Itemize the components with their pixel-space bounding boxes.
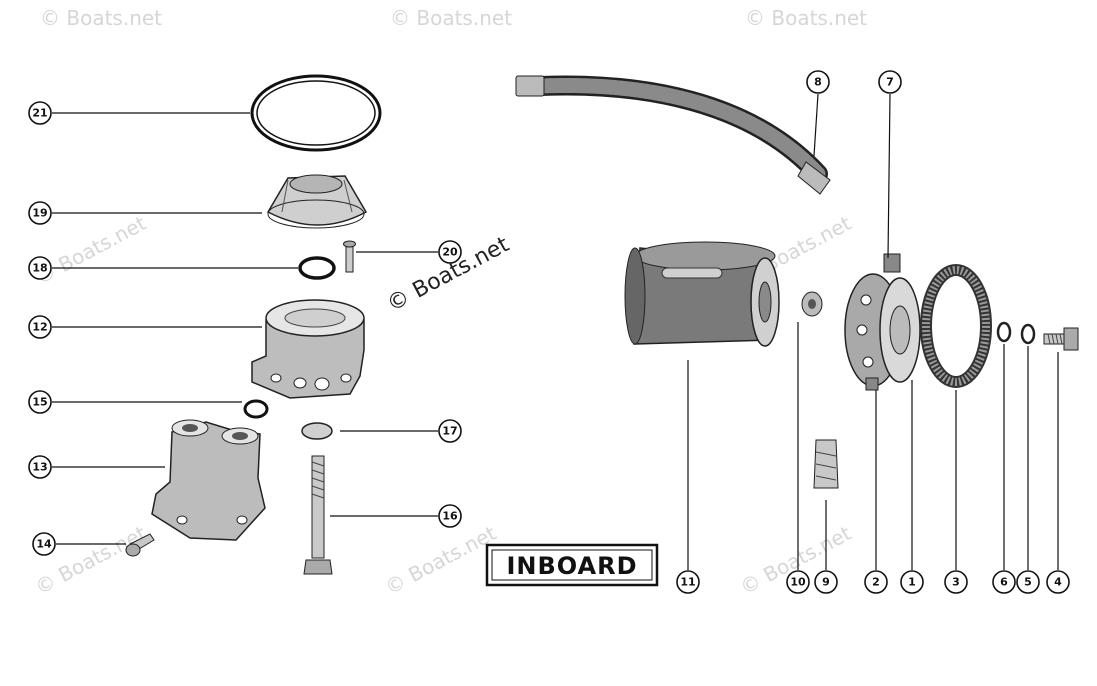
watermark-faint: © Boats.net: [745, 6, 867, 30]
callout-circle: [814, 570, 838, 594]
callout-6: 6: [992, 570, 1016, 594]
callout-circle: [28, 256, 52, 280]
watermark-faint: © Boats.net: [381, 521, 500, 600]
callout-number: 15: [32, 396, 47, 409]
filter-mount: [844, 253, 921, 391]
callout-circle: [1046, 570, 1070, 594]
washer-6: [996, 321, 1012, 343]
gasket: [920, 264, 992, 388]
fitting-small: [801, 291, 823, 317]
callout-number: 18: [32, 262, 47, 275]
callout-11: 11: [676, 570, 700, 594]
screw-bracket: [125, 533, 155, 557]
callout-number: 11: [680, 576, 695, 589]
callout-circle: [864, 570, 888, 594]
callout-number: 6: [1000, 576, 1008, 589]
callout-number: 19: [32, 207, 47, 220]
watermark-faint: © Boats.net: [31, 521, 150, 600]
callout-number: 4: [1054, 576, 1062, 589]
callout-15: 15: [28, 390, 52, 414]
callout-circle: [28, 390, 52, 414]
callout-number: 17: [442, 425, 457, 438]
callout-circle: [438, 419, 462, 443]
callout-circle: [878, 70, 902, 94]
long-bolt: [303, 455, 333, 575]
inboard-label-text: INBOARD: [506, 552, 637, 580]
oil-filter: [624, 241, 780, 347]
callout-18: 18: [28, 256, 52, 280]
callout-16: 16: [438, 504, 462, 528]
callout-number: 13: [32, 461, 47, 474]
filter-cap: [266, 174, 368, 229]
seal-ring: [298, 256, 336, 280]
inboard-label: INBOARD: [485, 543, 659, 587]
callout-14: 14: [32, 532, 56, 556]
callout-number: 20: [442, 246, 458, 259]
callout-number: 1: [908, 576, 916, 589]
callout-circle: [28, 101, 52, 125]
callout-circle: [1016, 570, 1040, 594]
o-ring-large: [250, 74, 382, 152]
callout-7: 7: [878, 70, 902, 94]
callout-9: 9: [814, 570, 838, 594]
o-ring-large-inner: [256, 80, 376, 146]
callout-17: 17: [438, 419, 462, 443]
callout-3: 3: [944, 570, 968, 594]
callout-8: 8: [806, 70, 830, 94]
callout-circle: [676, 570, 700, 594]
callout-10: 10: [786, 570, 810, 594]
callout-13: 13: [28, 455, 52, 479]
o-ring-small: [243, 399, 269, 419]
callout-19: 19: [28, 201, 52, 225]
callout-20: 20: [438, 240, 462, 264]
fitting-nipple: [813, 439, 839, 489]
callout-circle: [28, 201, 52, 225]
callout-number: 2: [872, 576, 880, 589]
callout-number: 7: [886, 76, 894, 89]
callout-circle: [806, 70, 830, 94]
callout-number: 3: [952, 576, 960, 589]
callout-circle: [28, 315, 52, 339]
bolt-mount: [1043, 327, 1079, 351]
screw-small: [343, 240, 356, 273]
filter-adapter: [251, 299, 365, 399]
callout-number: 9: [822, 576, 830, 589]
watermark-faint: © Boats.net: [390, 6, 512, 30]
callout-circle: [900, 570, 924, 594]
callout-circle: [28, 455, 52, 479]
callout-21: 21: [28, 101, 52, 125]
callout-1: 1: [900, 570, 924, 594]
callout-number: 8: [814, 76, 822, 89]
seal-plug: [301, 422, 333, 440]
oil-hose: [515, 75, 831, 195]
callout-4: 4: [1046, 570, 1070, 594]
callout-number: 14: [36, 538, 52, 551]
callout-number: 16: [442, 510, 458, 523]
mounting-bracket: [151, 419, 266, 541]
callout-2: 2: [864, 570, 888, 594]
watermark-faint: © Boats.net: [31, 211, 150, 290]
callout-number: 5: [1024, 576, 1032, 589]
watermark-faint: © Boats.net: [40, 6, 162, 30]
leader-lines: [52, 93, 1059, 570]
callout-circle: [438, 504, 462, 528]
callout-12: 12: [28, 315, 52, 339]
callout-number: 12: [32, 321, 47, 334]
washer-5: [1020, 323, 1036, 345]
callout-circle: [944, 570, 968, 594]
callout-circle: [32, 532, 56, 556]
callout-number: 10: [790, 576, 806, 589]
callout-5: 5: [1016, 570, 1040, 594]
callout-number: 21: [32, 107, 47, 120]
callout-circle: [438, 240, 462, 264]
callout-circle: [992, 570, 1016, 594]
callout-circle: [786, 570, 810, 594]
